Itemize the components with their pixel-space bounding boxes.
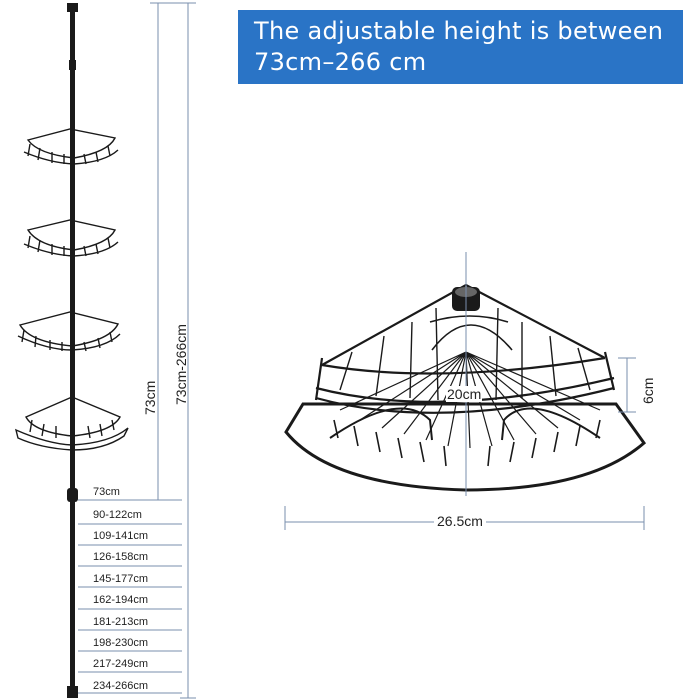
range-step-label: 234-266cm xyxy=(93,680,149,692)
range-step-label: 109-141cm xyxy=(93,530,149,542)
range-step-label: 162-194cm xyxy=(93,594,149,606)
range-step-label: 90-122cm xyxy=(93,509,142,521)
pole-basket-1 xyxy=(23,128,119,165)
range-step-label: 73cm xyxy=(93,486,120,498)
basket-width-label: 26.5cm xyxy=(434,513,486,529)
basket-height-label: 6cm xyxy=(640,377,656,404)
height-range-label: 73cm-266cm xyxy=(173,324,189,405)
pole-basket-2 xyxy=(23,219,119,257)
title-line-2: 73cm–266 cm xyxy=(254,48,427,76)
range-step-label: 217-249cm xyxy=(93,658,149,670)
pole-basket-3 xyxy=(17,311,121,352)
title-banner xyxy=(238,10,683,84)
pole-basket-4 xyxy=(14,396,129,451)
range-step-label: 126-158cm xyxy=(93,551,149,563)
min-height-label: 73cm xyxy=(142,380,158,415)
range-step-ticks xyxy=(78,499,182,694)
tension-pole xyxy=(67,3,78,698)
basket-depth-label: 20cm xyxy=(446,386,483,402)
range-step-label: 198-230cm xyxy=(93,637,149,649)
range-step-label: 181-213cm xyxy=(93,616,149,628)
title-line-1: The adjustable height is between xyxy=(254,17,664,45)
range-step-label: 145-177cm xyxy=(93,573,149,585)
